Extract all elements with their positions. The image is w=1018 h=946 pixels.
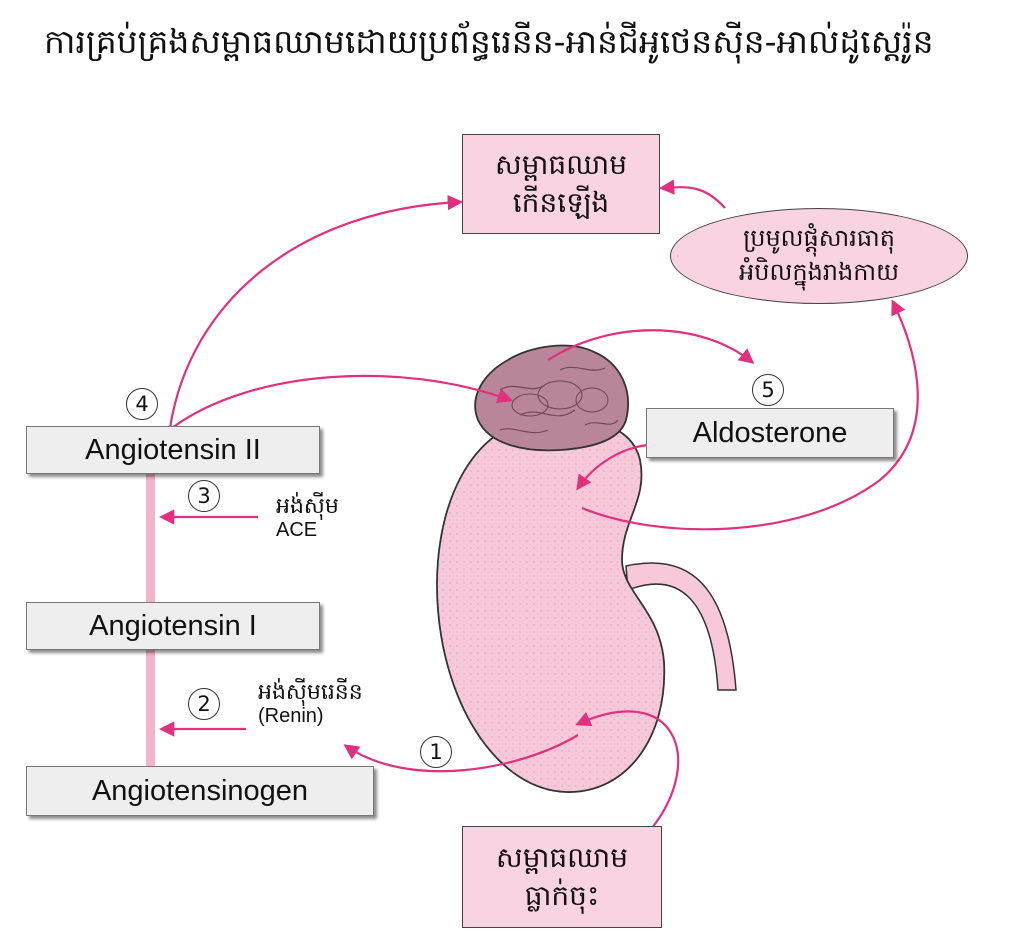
sodium-retention-ellipse: ប្រមូលផ្តុំសារធាតុ អំបិលក្នុងរាងកាយ <box>670 208 968 304</box>
angiotensin-i-label: Angiotensin I <box>89 609 257 642</box>
renin-kh: អង់ស៊ីមរេនីន <box>258 680 363 705</box>
ace-label: អង់ស៊ីម ACE <box>276 494 339 542</box>
angiotensinogen-label: Angiotensinogen <box>91 774 309 807</box>
adrenal-gland <box>474 344 629 452</box>
arrow-bp-down-to-kidney <box>575 710 680 829</box>
aldosterone-label: Aldosterone <box>692 416 848 449</box>
arrow-ang2-to-bp-up <box>168 194 464 429</box>
ace-kh: អង់ស៊ីម <box>276 494 339 519</box>
bp-increase-line1: សម្ពាធឈាម <box>495 148 627 182</box>
angiotensinogen-box: Angiotensinogen <box>26 766 374 816</box>
step-4-badge: 4 <box>126 388 158 420</box>
aldosterone-box: Aldosterone <box>646 408 894 458</box>
arrow-ang2-to-adrenal <box>171 374 513 429</box>
sodium-line2: អំបិលក្នុងរាងកាយ <box>739 258 899 286</box>
arrow-sodium-to-bp-up <box>658 179 726 209</box>
step-1-badge: 1 <box>420 736 452 768</box>
angiotensin-ii-box: Angiotensin II <box>26 426 320 474</box>
arrow-adrenal-to-aldosterone <box>547 329 755 364</box>
arrow-kidney-to-renin <box>343 734 579 773</box>
bp-increase-line2: កើនឡើង <box>512 186 610 219</box>
step-5-badge: 5 <box>752 374 784 406</box>
bp-decrease-line2: ធ្លាក់ចុះ <box>524 879 600 912</box>
arrow-aldosterone-to-kidney <box>576 443 649 491</box>
bp-decrease-box: សម្ពាធឈាម ធ្លាក់ចុះ <box>462 826 662 928</box>
bp-increase-box: សម្ពាធឈាម កើនឡើង <box>462 134 660 234</box>
angiotensin-i-box: Angiotensin I <box>26 602 320 650</box>
arrow-kidney-to-sodium <box>581 299 919 531</box>
sodium-line1: ប្រមូលផ្តុំសារធាតុ <box>743 224 895 253</box>
ureter <box>625 562 737 691</box>
ace-en: ACE <box>276 519 318 542</box>
page-title: ការគ្រប់គ្រងសម្ពាធឈាមដោយប្រព័ន្ធរេនីន-អា… <box>44 22 934 61</box>
step-3-badge: 3 <box>188 480 220 512</box>
renin-label: អង់ស៊ីមរេនីន (Renin) <box>258 680 363 728</box>
kidney <box>436 416 666 793</box>
renin-en: (Renin) <box>258 705 324 728</box>
step-2-badge: 2 <box>188 688 220 720</box>
bp-decrease-line1: សម្ពាធឈាម <box>496 841 628 875</box>
angiotensin-ii-label: Angiotensin II <box>85 433 261 466</box>
